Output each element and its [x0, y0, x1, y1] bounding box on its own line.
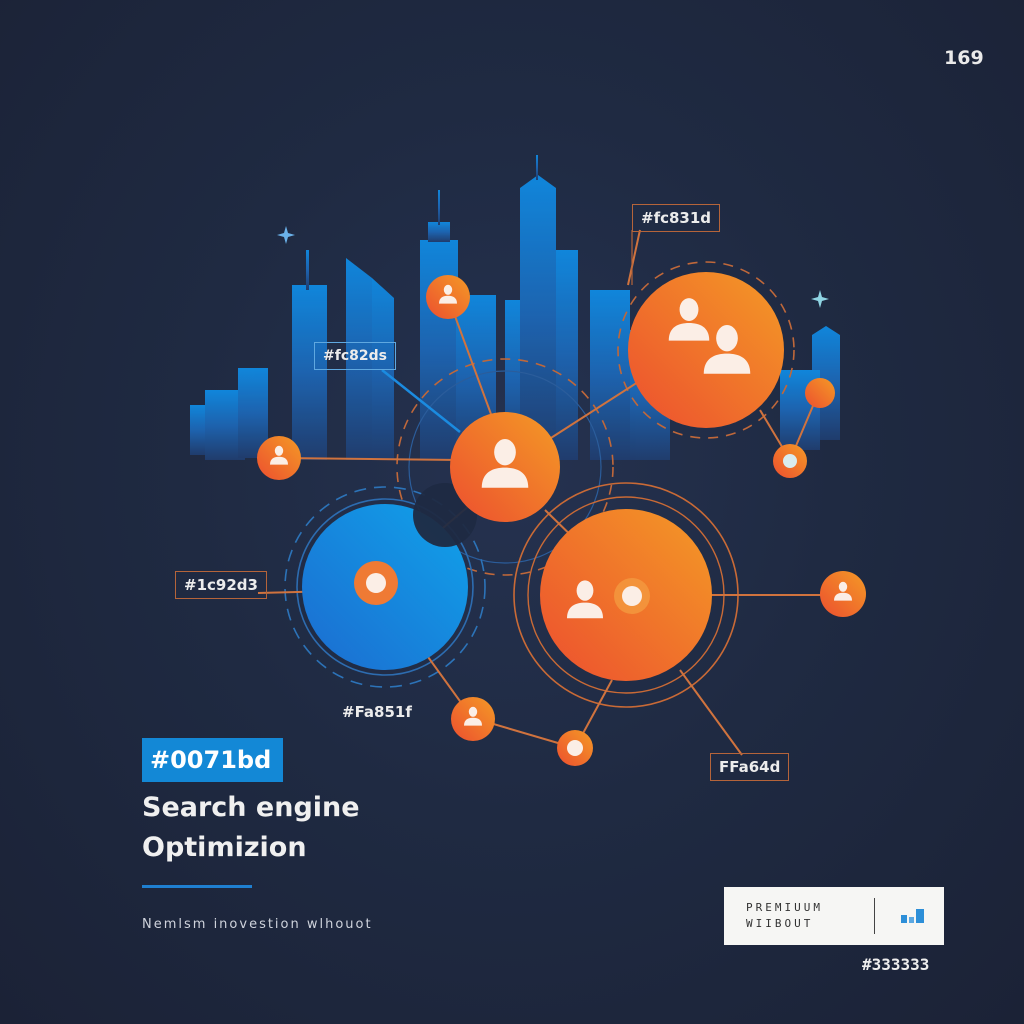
node-dot-icon — [783, 454, 797, 468]
small-dot-node[interactable] — [354, 561, 398, 605]
accent-divider — [142, 885, 252, 888]
tagline: Nemlsm inovestion wlhouot — [142, 917, 373, 932]
node-dot-icon — [622, 586, 642, 606]
sparkle-icon — [277, 226, 829, 308]
premium-line-2: WIIBOUT — [746, 917, 814, 930]
color-label-fc82ds: #fc82ds — [314, 342, 396, 370]
small-person-node[interactable] — [451, 697, 495, 741]
group-circle — [628, 272, 784, 428]
premium-line-1: PREMIUUM — [746, 901, 823, 914]
small-dot-node[interactable] — [773, 444, 807, 478]
small-plain-node[interactable] — [805, 378, 835, 408]
color-label-fa851f: #Fa851f — [342, 703, 412, 721]
buildings-icon — [901, 909, 924, 923]
color-label-1c92d3: #1c92d3 — [175, 571, 267, 599]
central-person-circle — [450, 412, 560, 522]
small-person-node[interactable] — [820, 571, 866, 617]
page-number: 169 — [944, 47, 984, 69]
color-label-ffa64d: FFa64d — [710, 753, 790, 781]
city-skyline — [190, 155, 840, 460]
small-person-node[interactable] — [426, 275, 470, 319]
footer-color-code: #333333 — [862, 955, 930, 974]
premium-divider — [874, 898, 875, 934]
premium-card[interactable]: PREMIUUM WIIBOUT — [724, 887, 944, 945]
hero-title-line-1: Search engine — [142, 792, 360, 823]
blue-connector — [381, 369, 461, 433]
premium-text: PREMIUUM WIIBOUT — [746, 900, 874, 932]
hero-title-line-2: Optimizion — [142, 832, 307, 863]
color-label-fc831d: #fc831d — [632, 204, 721, 232]
small-person-node[interactable] — [257, 436, 301, 480]
node-dot-icon — [567, 740, 583, 756]
hero-color-badge: #0071bd — [142, 738, 284, 782]
node-dot-icon — [366, 573, 386, 593]
small-dot-node[interactable] — [557, 730, 593, 766]
hero-title: Search engine Optimizion — [142, 788, 360, 868]
orbit-rings — [284, 261, 795, 708]
